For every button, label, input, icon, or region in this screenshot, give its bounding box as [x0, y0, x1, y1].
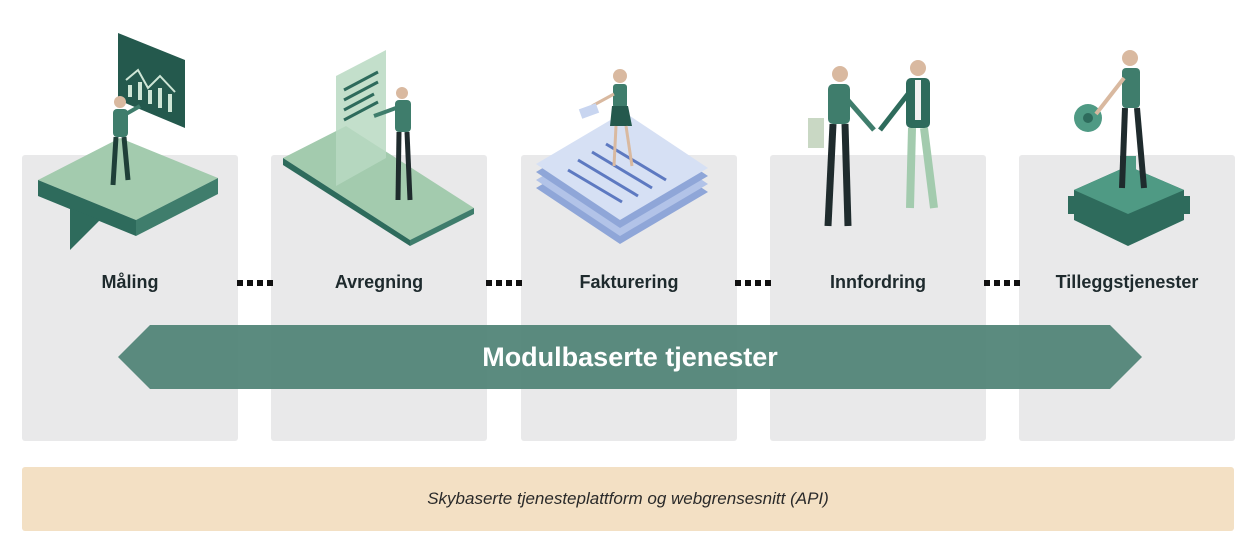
platform-bar: Skybaserte tjenesteplattform og webgrens…: [22, 467, 1234, 531]
module-label-innfordring: Innfordring: [830, 272, 926, 292]
module-label-fakturering: Fakturering: [579, 272, 679, 292]
banner-label: Modulbaserte tjenester: [482, 342, 778, 372]
connector-dots: [486, 280, 522, 286]
settlement-icon: [283, 50, 474, 246]
collection-icon: [808, 60, 938, 227]
connector-dots: [237, 280, 273, 286]
module-label-tilleggstjenester: Tilleggstjenester: [1055, 272, 1199, 292]
module-panel-innfordring: [770, 155, 986, 441]
measurement-icon: [38, 33, 218, 250]
modular-services-banner: [118, 325, 1142, 389]
module-label-avregning: Avregning: [334, 272, 424, 292]
module-label-maling: Måling: [101, 272, 159, 292]
additional-services-icon: [1068, 50, 1190, 246]
platform-label: Skybaserte tjenesteplattform og webgrens…: [427, 489, 829, 508]
connector-dots: [735, 280, 771, 286]
connector-dots: [984, 280, 1020, 286]
invoicing-icon: [536, 69, 708, 244]
